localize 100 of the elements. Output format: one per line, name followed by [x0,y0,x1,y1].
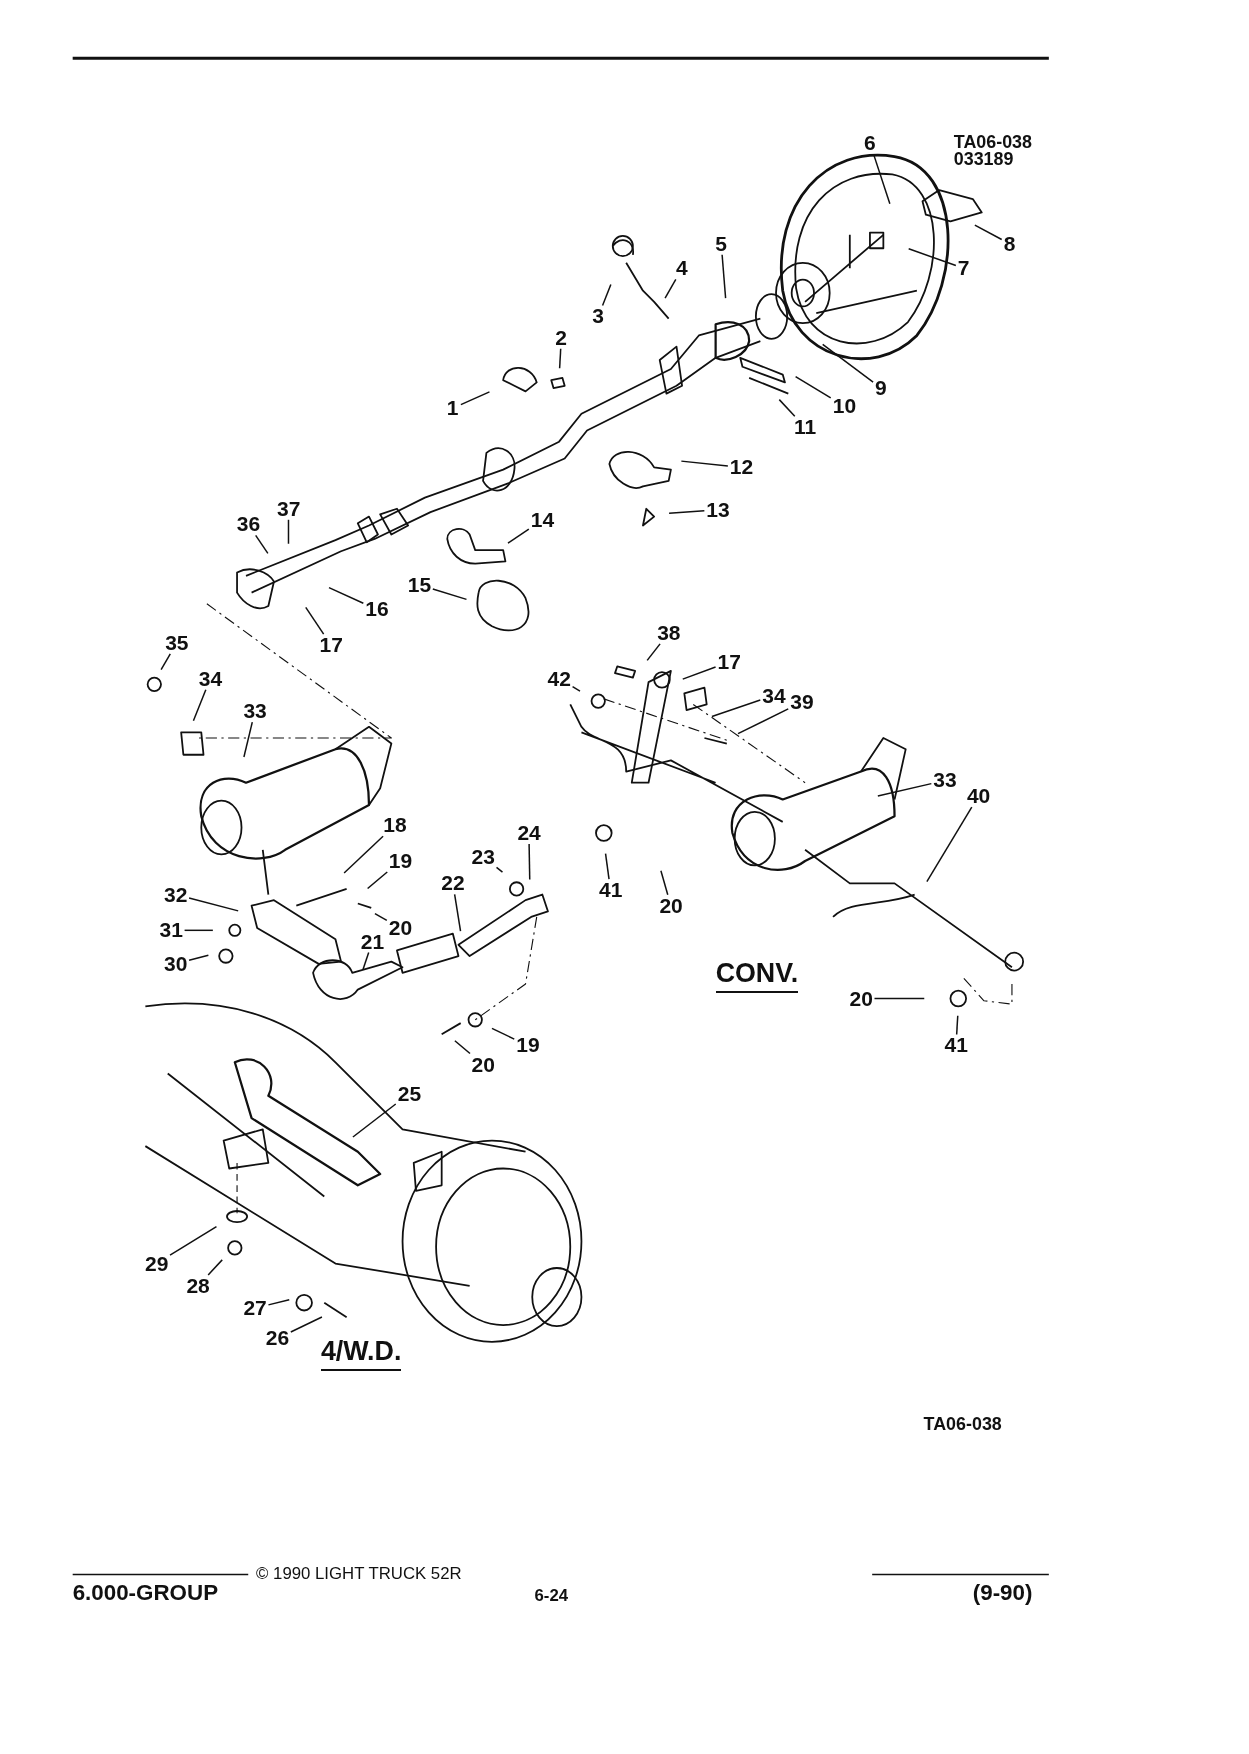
callout-number: 39 [790,691,814,714]
leader-line [287,519,290,545]
leader-line [160,653,172,671]
callout-number: 25 [397,1082,422,1105]
leader-line [362,951,370,971]
callout-number: 2 [555,326,567,349]
leader-line [778,398,796,417]
leader-line [528,843,531,881]
callout-number: 21 [360,930,385,953]
leader-line [188,954,210,962]
section-title: 6.000-GROUP [72,1579,219,1606]
callout-number: 36 [236,513,261,536]
leader-line [668,510,706,515]
leader-line [243,721,254,758]
leader-line [664,278,677,299]
leader-line [290,1316,323,1333]
callout-number: 33 [933,769,957,792]
callout-number: 12 [729,456,754,479]
callout-number: 40 [966,785,991,808]
callout-number: 4 [676,257,688,280]
leader-line [366,871,388,890]
leader-line [343,835,384,874]
leader-line [646,643,661,662]
callout-number: 38 [657,621,681,644]
leader-line [188,897,239,912]
callout-number: 20 [659,894,683,917]
callout-number: 16 [365,598,389,621]
callout-number: 11 [794,416,817,439]
leader-line [352,1103,397,1138]
leader-line [169,1225,218,1256]
leader-line [682,666,717,680]
callout-number: 20 [388,917,413,940]
leader-line [374,912,388,922]
leader-line [491,1027,516,1040]
copyright-notice: © 1990 LIGHT TRUCK 52R [256,1564,462,1585]
callout-number: 27 [243,1297,267,1320]
callout-number: 37 [277,497,301,520]
callout-number: 24 [517,822,541,845]
leader-line [872,153,891,205]
callout-number: 17 [717,650,741,673]
leader-line [974,224,1003,241]
callout-number: 41 [599,879,623,902]
callout-number: 8 [1003,232,1016,255]
callout-number: 30 [164,952,188,975]
leader-line [680,460,729,467]
leader-line [460,391,491,406]
callout-number: 31 [159,919,183,942]
leader-line [873,997,925,1000]
leader-line [207,1259,223,1276]
callout-number: 14 [530,508,555,531]
leader-line [507,528,530,544]
leader-line [660,870,669,896]
callout-number: 9 [875,377,887,399]
callout-number: 10 [832,394,857,417]
view-title: 4/W.D. [320,1336,402,1372]
callout-number: 7 [957,257,970,280]
leader-line [183,929,214,932]
callout-number: 1 [446,397,459,420]
leader-line [328,586,365,604]
callout-number: 34 [198,667,223,690]
leader-line [711,699,762,718]
leader-line [794,375,832,399]
callout-number: 17 [319,634,343,657]
callout-number: 26 [265,1327,290,1350]
page-number: 6-24 [534,1585,569,1606]
leader-line [453,893,462,932]
leader-line [926,806,973,883]
leader-line [737,708,789,735]
callout-number: 29 [145,1252,169,1275]
callout-number: 19 [388,850,413,872]
drawing-number: TA06-038 [923,1414,1002,1436]
leader-line [432,588,468,601]
leader-line [571,685,581,692]
leader-line [877,782,933,797]
callout-number: 13 [706,498,730,521]
callout-number: 20 [849,987,873,1010]
callout-number: 19 [516,1034,540,1057]
callout-number: 41 [944,1034,968,1057]
leader-line [254,534,269,555]
leader-line [558,347,562,369]
leader-line [721,254,727,299]
callout-number: 23 [471,845,495,868]
callout-number: 35 [165,631,189,654]
callout-number: 28 [186,1274,210,1297]
callout-number: 22 [441,872,465,895]
callout-number: 42 [547,667,571,690]
leader-line [305,606,325,635]
callout-number: 6 [863,132,876,155]
callout-number: 3 [592,305,604,328]
view-title: CONV. [715,958,799,994]
leader-line [604,852,610,880]
callout-number: 33 [243,700,267,723]
leader-line [267,1298,290,1306]
leader-line [495,866,504,873]
callout-number: 34 [762,684,786,707]
leader-line [821,343,874,383]
leader-line [192,689,207,722]
callout-number: 15 [407,573,432,596]
callout-number: 18 [383,814,407,837]
leader-line [907,248,957,267]
